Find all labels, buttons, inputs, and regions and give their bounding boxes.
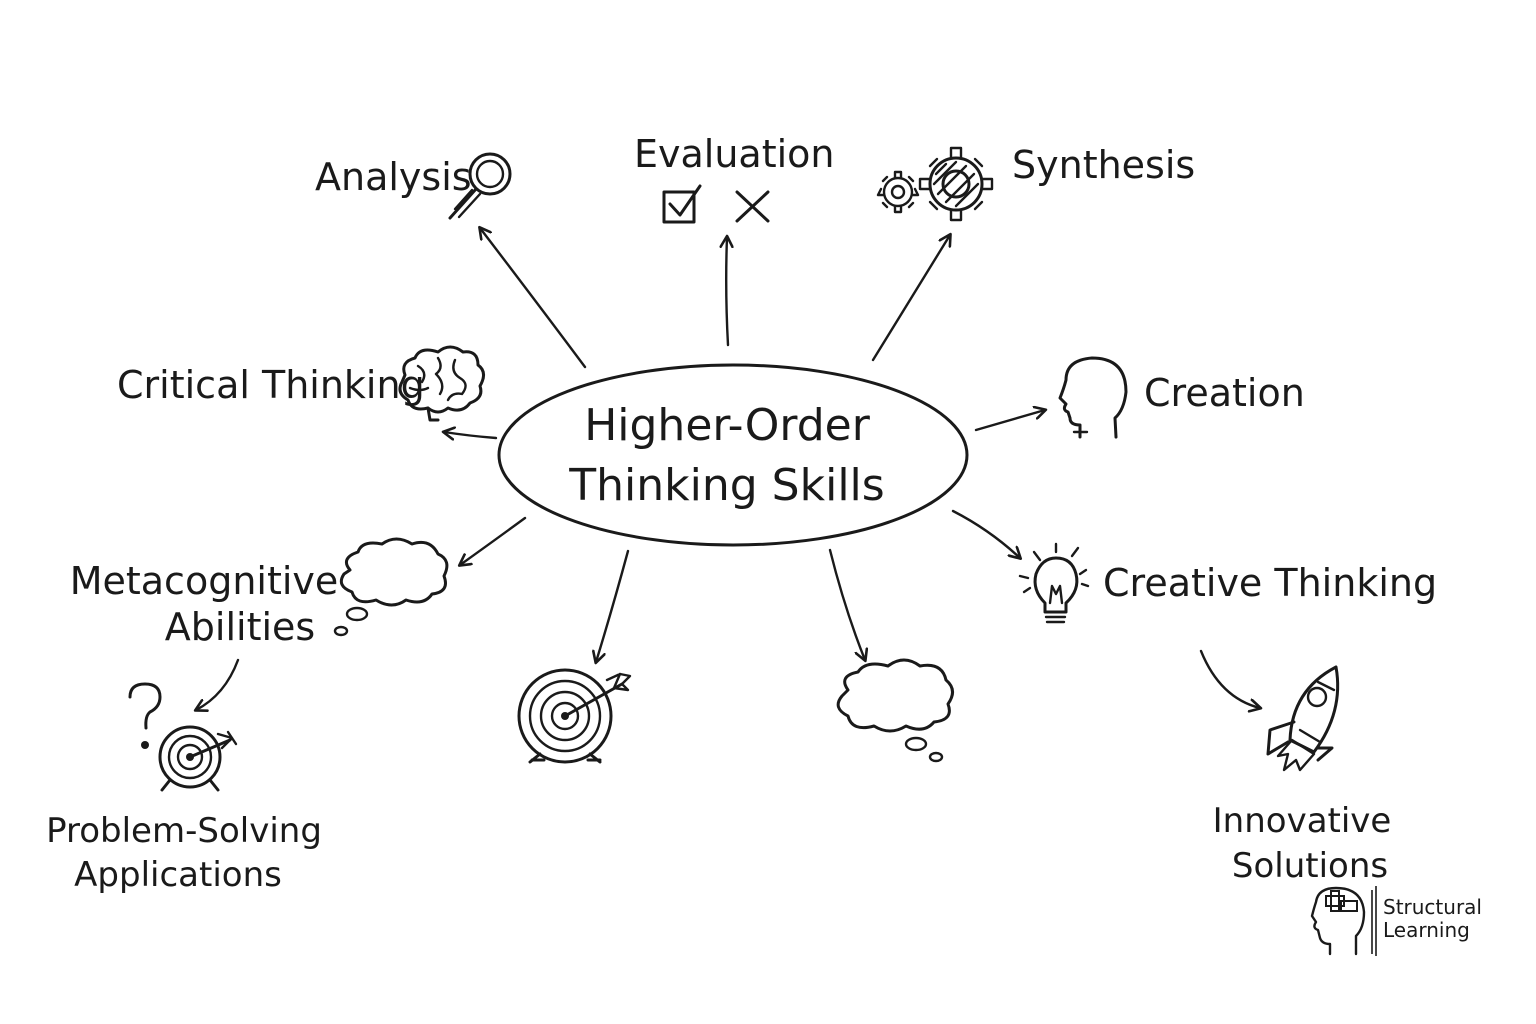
lightbulb-icon [1018,542,1090,624]
brain-icon [398,345,485,422]
problem-solving-label-line2: Applications [74,855,282,895]
connector-arrows [196,228,1260,710]
innovative-label-line1: Innovative [1213,801,1392,841]
thought-cloud-icon [836,658,954,763]
question-mark-icon [128,682,162,749]
magnifier-icon [448,152,512,220]
arrow-to-critical-thinking [444,432,498,438]
logo-text-line1: Structural [1383,895,1482,919]
arrow-to-cloud [828,548,865,660]
thought-cloud-icon [333,537,449,637]
central-title-line2: Thinking Skills [568,460,884,511]
creation-label: Creation [1144,371,1305,415]
logo-head-icon [1310,886,1366,956]
innovative-label-line2: Solutions [1232,846,1388,886]
target-icon [158,725,238,792]
arrow-to-creative-thinking [951,509,1020,558]
arrow-to-metacognitive [460,516,527,565]
head-profile-icon [1058,356,1128,439]
synthesis-label: Synthesis [1012,143,1195,187]
gears-icon [876,146,994,222]
metacognitive-label-line1: Metacognitive [70,559,339,603]
rocket-icon [1266,665,1340,772]
creative-thinking-label: Creative Thinking [1103,561,1437,605]
critical-thinking-label: Critical Thinking [117,363,425,407]
arrow-to-synthesis [871,235,950,362]
analysis-label: Analysis [315,155,472,199]
arrow-to-problem-solving [196,658,240,710]
target-icon [517,668,632,764]
arrow-to-creation [974,410,1045,432]
central-title-line1: Higher-Order [584,400,871,451]
checkbox-icon [662,184,702,224]
x-mark-icon [735,190,770,223]
central-node: Higher-Order Thinking Skills [497,363,969,547]
arrow-to-analysis [480,228,587,369]
problem-solving-label-line1: Problem-Solving [46,811,322,851]
metacognitive-label-line2: Abilities [165,605,315,649]
logo-text-line2: Learning [1383,918,1470,942]
structural-learning-logo: Structural Learning [1310,886,1482,956]
evaluation-label: Evaluation [634,132,835,176]
arrow-to-innovative [1199,649,1260,708]
arrow-to-evaluation [726,237,728,347]
arrow-to-target [596,549,630,662]
